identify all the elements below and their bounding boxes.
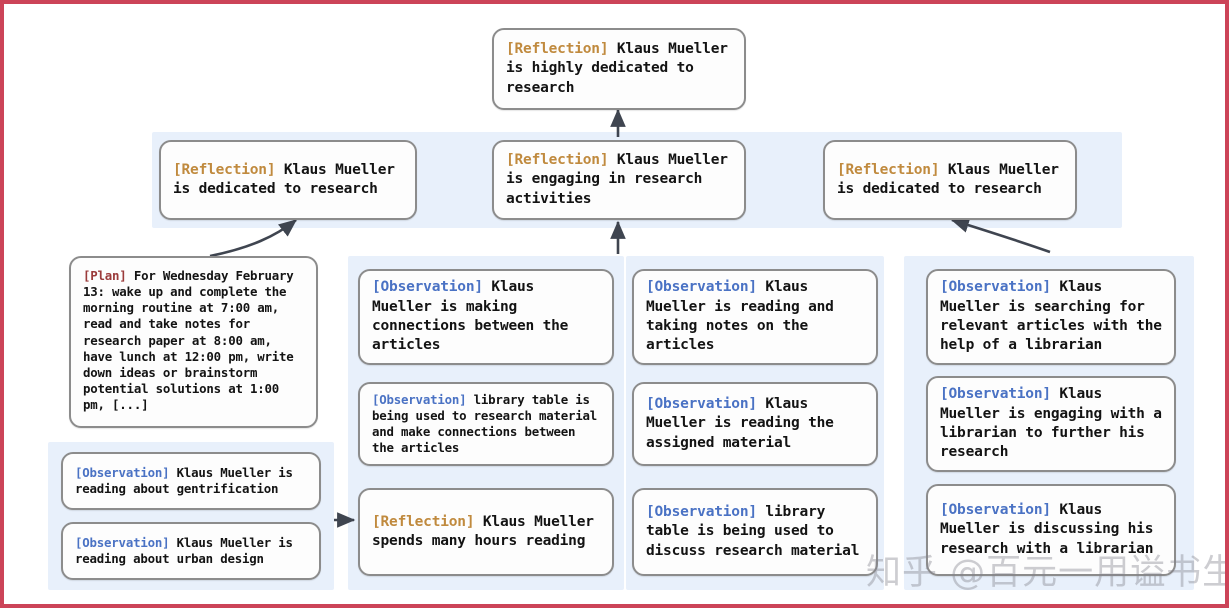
node-text: [Observation] Klaus Mueller is reading t… [646,395,864,453]
node-left-observation-1[interactable]: [Observation] Klaus Mueller is reading a… [61,452,321,510]
node-col3-item-1[interactable]: [Observation] Klaus Mueller is searching… [926,269,1176,365]
node-col2-item-3[interactable]: [Observation] library table is being use… [632,488,878,576]
node-tag: [Observation] [646,396,757,413]
node-col1-item-1[interactable]: [Observation] Klaus Mueller is making co… [358,269,614,365]
node-text: [Observation] Klaus Mueller is reading a… [75,535,307,567]
node-tag: [Plan] [83,268,127,283]
node-level2-middle[interactable]: [Reflection] Klaus Mueller is engaging i… [492,140,746,220]
node-plan[interactable]: [Plan] For Wednesday February 13: wake u… [69,256,318,428]
node-tag: [Reflection] [837,161,940,178]
node-level2-right[interactable]: [Reflection] Klaus Mueller is dedicated … [823,140,1077,220]
node-text: [Plan] For Wednesday February 13: wake u… [83,268,304,413]
node-col2-item-2[interactable]: [Observation] Klaus Mueller is reading t… [632,382,878,466]
node-body: Klaus Mueller is reading about gentrific… [75,464,301,496]
node-tag: [Observation] [75,464,170,480]
node-body: Klaus Mueller is highly dedicated to res… [506,41,737,96]
node-text: [Reflection] Klaus Mueller is dedicated … [837,161,1063,200]
node-col1-item-2[interactable]: [Observation] library table is being use… [358,382,614,466]
node-text: [Observation] Klaus Mueller is searching… [940,278,1162,355]
node-text: [Observation] Klaus Mueller is making co… [372,278,600,355]
node-body: library table is being used to research … [372,391,605,456]
node-text: [Observation] library table is being use… [372,392,600,457]
node-text: [Reflection] Klaus Mueller is highly ded… [506,40,732,98]
node-body: Klaus Mueller is making connections betw… [372,279,577,354]
node-body: Klaus Mueller spends many hours reading [372,513,603,549]
node-text: [Observation] Klaus Mueller is reading a… [75,465,307,497]
node-text: [Reflection] Klaus Mueller is dedicated … [173,161,403,200]
node-body: Klaus Mueller is engaging with a librari… [940,386,1171,461]
node-tag: [Observation] [646,504,757,521]
node-tag: [Observation] [372,279,483,296]
node-tag: [Reflection] [372,513,475,530]
node-tag: [Observation] [940,386,1051,403]
node-tag: [Reflection] [506,41,609,58]
node-text: [Observation] library table is being use… [646,503,864,561]
node-tag: [Observation] [940,279,1051,296]
node-body: For Wednesday February 13: wake up and c… [83,268,301,412]
node-level2-left[interactable]: [Reflection] Klaus Mueller is dedicated … [159,140,417,220]
node-text: [Observation] Klaus Mueller is reading a… [646,278,864,355]
node-text: [Observation] Klaus Mueller is engaging … [940,385,1162,462]
node-col1-item-3[interactable]: [Reflection] Klaus Mueller spends many h… [358,488,614,576]
node-text: [Reflection] Klaus Mueller spends many h… [372,513,600,552]
node-body: Klaus Mueller is searching for relevant … [940,279,1171,354]
node-tag: [Reflection] [173,161,276,178]
node-tag: [Observation] [75,534,170,550]
node-col3-item-2[interactable]: [Observation] Klaus Mueller is engaging … [926,376,1176,472]
node-body: Klaus Mueller is reading about urban des… [75,534,301,566]
node-col3-item-3[interactable]: [Observation] Klaus Mueller is discussin… [926,484,1176,576]
node-body: Klaus Mueller is reading the assigned ma… [646,396,843,451]
node-tag: [Observation] [372,391,467,407]
node-tag: [Observation] [646,279,757,296]
node-body: Klaus Mueller is engaging in research ac… [506,152,737,207]
node-text: [Reflection] Klaus Mueller is engaging i… [506,151,732,209]
node-body: Klaus Mueller is dedicated to research [173,161,404,197]
node-left-observation-2[interactable]: [Observation] Klaus Mueller is reading a… [61,522,321,580]
node-body: library table is being used to discuss r… [646,504,860,559]
node-col2-item-1[interactable]: [Observation] Klaus Mueller is reading a… [632,269,878,365]
node-body: Klaus Mueller is dedicated to research [837,161,1068,197]
node-tag: [Observation] [940,502,1051,519]
node-text: [Observation] Klaus Mueller is discussin… [940,501,1162,559]
node-body: Klaus Mueller is reading and taking note… [646,279,843,354]
node-tag: [Reflection] [506,152,609,169]
node-body: Klaus Mueller is discussing his research… [940,502,1162,557]
node-root-reflection[interactable]: [Reflection] Klaus Mueller is highly ded… [492,28,746,110]
watermark: 知乎 @百元一用谥书生 [866,553,1229,593]
